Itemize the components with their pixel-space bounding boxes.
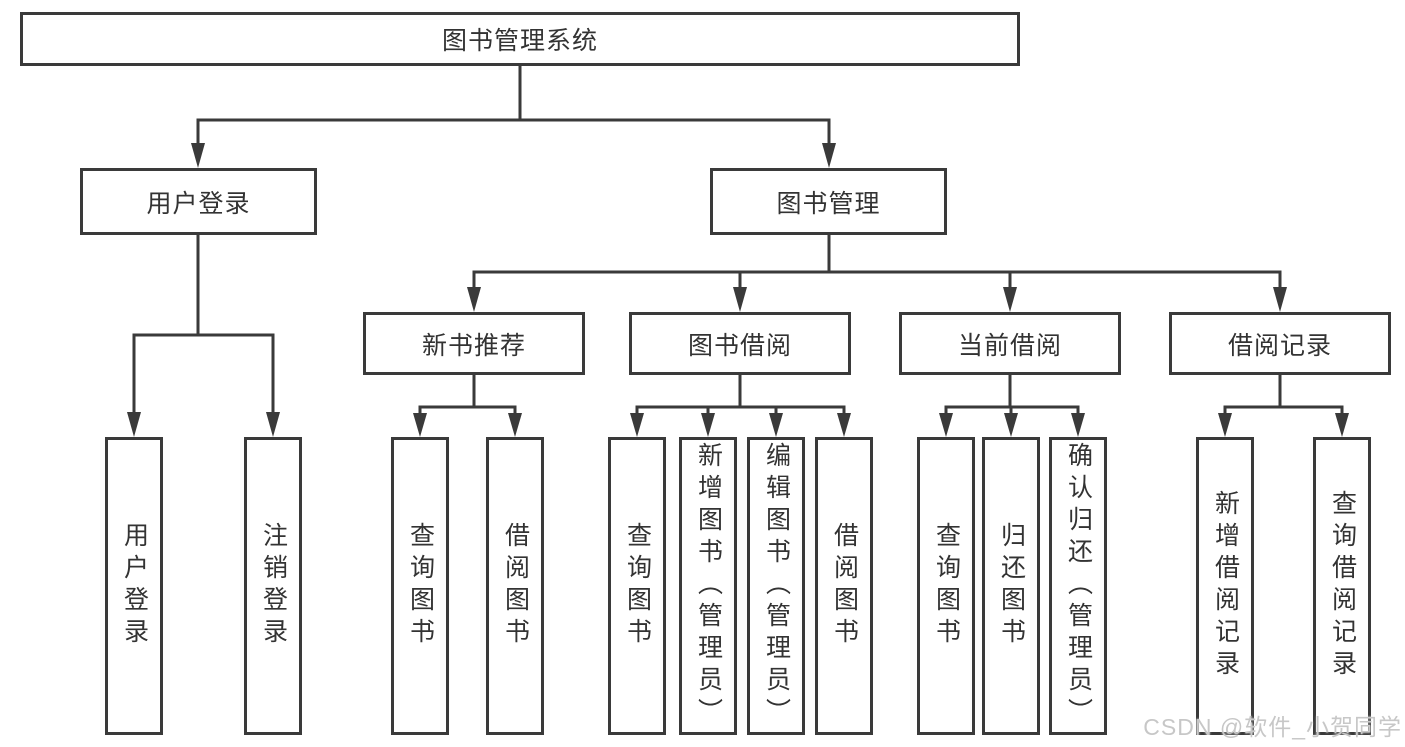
node-user-login: 用户登录 <box>80 168 317 235</box>
node-leaf-query-books-current: 查询图书 <box>917 437 975 735</box>
node-leaf-query-books-borrowing: 查询图书 <box>608 437 666 735</box>
node-book-borrowing: 图书借阅 <box>629 312 851 375</box>
node-label: 用户登录 <box>146 189 251 218</box>
node-label: 图书管理系统 <box>441 27 598 55</box>
node-book-management: 图书管理 <box>710 168 947 235</box>
node-label: 当前借阅 <box>957 331 1062 360</box>
node-label: 借阅记录 <box>1227 331 1332 360</box>
node-leaf-add-borrow-record: 新增借阅记录 <box>1196 437 1254 735</box>
node-leaf-query-borrow-record: 查询借阅记录 <box>1313 437 1371 735</box>
node-root-library-management-system: 图书管理系统 <box>20 12 1020 66</box>
node-label: 图书借阅 <box>687 331 792 360</box>
node-leaf-query-books-recommend: 查询图书 <box>391 437 449 735</box>
node-leaf-confirm-return-admin: 确认归还（管理员） <box>1049 437 1107 735</box>
csdn-watermark: CSDN @软件_小贺同学 <box>1143 714 1402 740</box>
node-leaf-borrow-books-borrowing: 借阅图书 <box>815 437 873 735</box>
node-new-book-recommend: 新书推荐 <box>363 312 585 375</box>
node-leaf-borrow-books-recommend: 借阅图书 <box>486 437 544 735</box>
node-label: 图书管理 <box>776 189 881 218</box>
node-leaf-add-books-admin: 新增图书（管理员） <box>679 437 737 735</box>
node-label: 新书推荐 <box>421 331 526 360</box>
node-current-borrowing: 当前借阅 <box>899 312 1121 375</box>
node-leaf-user-login: 用户登录 <box>105 437 163 735</box>
node-borrowing-records: 借阅记录 <box>1169 312 1391 375</box>
node-leaf-logout: 注销登录 <box>244 437 302 735</box>
node-leaf-edit-books-admin: 编辑图书（管理员） <box>747 437 805 735</box>
node-leaf-return-books: 归还图书 <box>982 437 1040 735</box>
